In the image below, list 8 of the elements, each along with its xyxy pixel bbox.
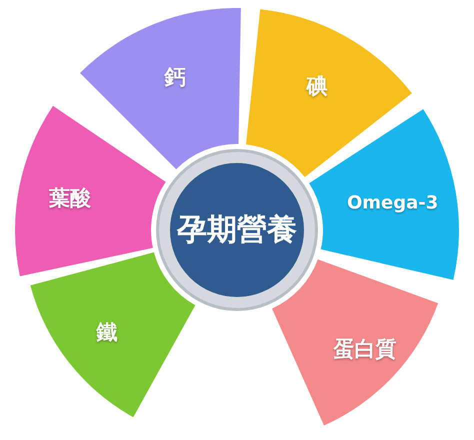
- segment-label: 葉酸: [49, 184, 92, 212]
- segment-label: 碘: [306, 72, 328, 100]
- segment-label: Omega-3: [346, 192, 438, 214]
- segment-label: 蛋白質: [333, 336, 396, 364]
- segment-label: 鐵: [96, 318, 118, 346]
- center-circle: [159, 152, 315, 308]
- segment-label: 鈣: [164, 64, 186, 91]
- center-title: 孕期營養: [177, 212, 297, 250]
